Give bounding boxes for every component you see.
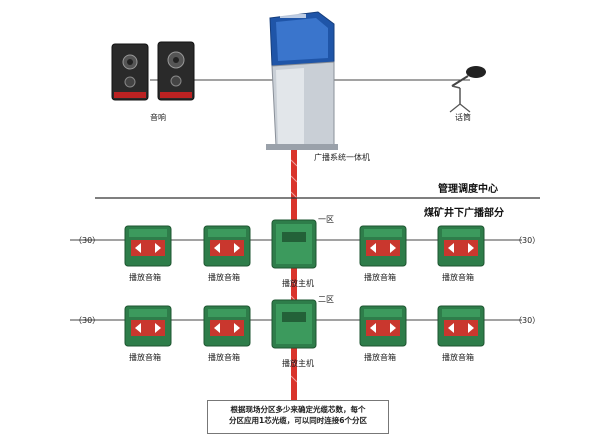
zone-two-right-count: （30） — [514, 316, 540, 325]
zone-two-label: 二区 — [318, 295, 334, 304]
speaker-box — [203, 305, 251, 347]
speaker-box — [359, 225, 407, 267]
speaker-label: 音响 — [150, 112, 166, 122]
speaker-box-label: 播放音箱 — [364, 352, 396, 362]
broadcast-host-label: 播放主机 — [282, 278, 314, 288]
integrated-machine-icon — [266, 11, 338, 150]
speaker-box-label: 播放音箱 — [208, 272, 240, 282]
speaker-box-label: 播放音箱 — [442, 272, 474, 282]
broadcast-host-box — [271, 219, 317, 269]
speaker-box-label: 播放音箱 — [208, 352, 240, 362]
underground-section-label: 煤矿井下广播部分 — [424, 206, 504, 219]
management-center-label: 管理调度中心 — [438, 182, 498, 195]
speaker-box — [203, 225, 251, 267]
speaker-box — [124, 305, 172, 347]
fiber-note-box: 根据现场分区多少来确定光缆芯数，每个 分区应用1芯光缆，可以同时连接6个分区 — [207, 400, 389, 434]
fiber-pattern — [290, 159, 298, 383]
speaker-box — [124, 225, 172, 267]
zone-one-right-count: （30） — [514, 236, 540, 245]
fiber-note-line-1: 根据现场分区多少来确定光缆芯数，每个 — [230, 405, 366, 414]
zone-one-label: 一区 — [318, 215, 334, 224]
speaker-box-label: 播放音箱 — [442, 352, 474, 362]
speaker-box-label: 播放音箱 — [364, 272, 396, 282]
speaker-box — [437, 305, 485, 347]
broadcast-host-box — [271, 299, 317, 349]
integrated-machine-label: 广播系统一体机 — [314, 152, 370, 162]
microphone-label: 话筒 — [455, 112, 471, 122]
speaker-box — [359, 305, 407, 347]
zone-one-left-count: （30） — [74, 236, 100, 245]
speaker-pair-icon — [111, 41, 195, 101]
speaker-box-label: 播放音箱 — [129, 272, 161, 282]
microphone-icon — [449, 66, 486, 113]
speaker-box-label: 播放音箱 — [129, 352, 161, 362]
broadcast-host-label: 播放主机 — [282, 358, 314, 368]
fiber-note-line-2: 分区应用1芯光缆，可以同时连接6个分区 — [229, 416, 367, 425]
fiber-optic-trunk — [291, 150, 297, 400]
zone-two-left-count: （30） — [74, 316, 100, 325]
speaker-box — [437, 225, 485, 267]
